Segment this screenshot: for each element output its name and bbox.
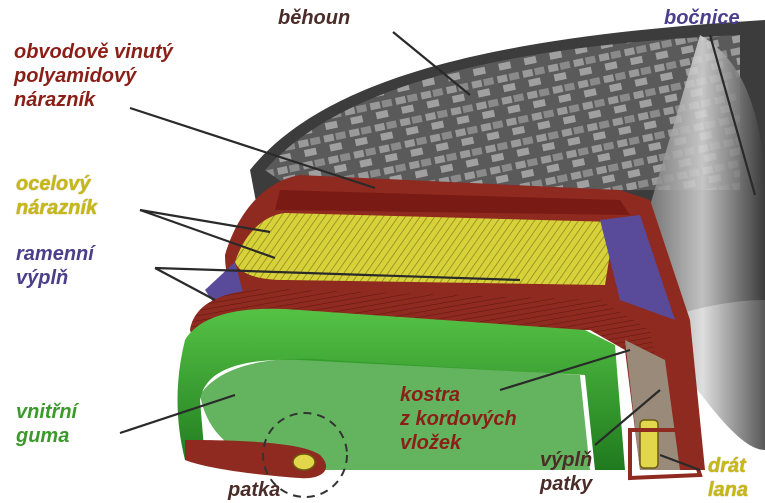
label-kostra-line2: z kordových — [400, 407, 517, 431]
label-vnitrni-line1: vnitřní — [16, 400, 77, 424]
steel-belt-layer — [235, 213, 615, 285]
label-kostra-line3: vložek — [400, 431, 517, 455]
label-behoun: běhoun — [278, 6, 350, 30]
label-vypln-line2: patky — [540, 472, 592, 496]
label-ramenni-vypln: ramenní výplň — [16, 242, 94, 290]
label-bocnice: bočnice — [664, 6, 740, 30]
label-kostra: kostra z kordových vložek — [400, 383, 517, 455]
label-drat-line2: lana — [708, 478, 748, 502]
leader-ramenni-2 — [155, 268, 215, 300]
label-behoun-text: běhoun — [278, 6, 350, 30]
label-vypln-patky: výplň patky — [540, 448, 592, 496]
label-polyamid-line1: obvodově vinutý — [14, 40, 173, 64]
label-ocelovy-naraznik: ocelový nárazník — [16, 172, 97, 220]
label-patka-text: patka — [228, 478, 280, 502]
right-bead-wire — [640, 420, 658, 468]
label-ramenni-line2: výplň — [16, 266, 94, 290]
label-polyamid-naraznik: obvodově vinutý polyamidový nárazník — [14, 40, 173, 112]
label-ocel-line2: nárazník — [16, 196, 97, 220]
label-vnitrni-guma: vnitřní guma — [16, 400, 77, 448]
label-drat-line1: drát — [708, 454, 748, 478]
label-polyamid-line2: polyamidový — [14, 64, 173, 88]
left-bead-wire — [293, 454, 315, 470]
label-vypln-line1: výplň — [540, 448, 592, 472]
label-ramenni-line1: ramenní — [16, 242, 94, 266]
label-bocnice-text: bočnice — [664, 6, 740, 30]
label-vnitrni-line2: guma — [16, 424, 77, 448]
label-patka: patka — [228, 478, 280, 502]
label-drat-lana: drát lana — [708, 454, 748, 502]
label-polyamid-line3: nárazník — [14, 88, 173, 112]
label-kostra-line1: kostra — [400, 383, 517, 407]
label-ocel-line1: ocelový — [16, 172, 97, 196]
